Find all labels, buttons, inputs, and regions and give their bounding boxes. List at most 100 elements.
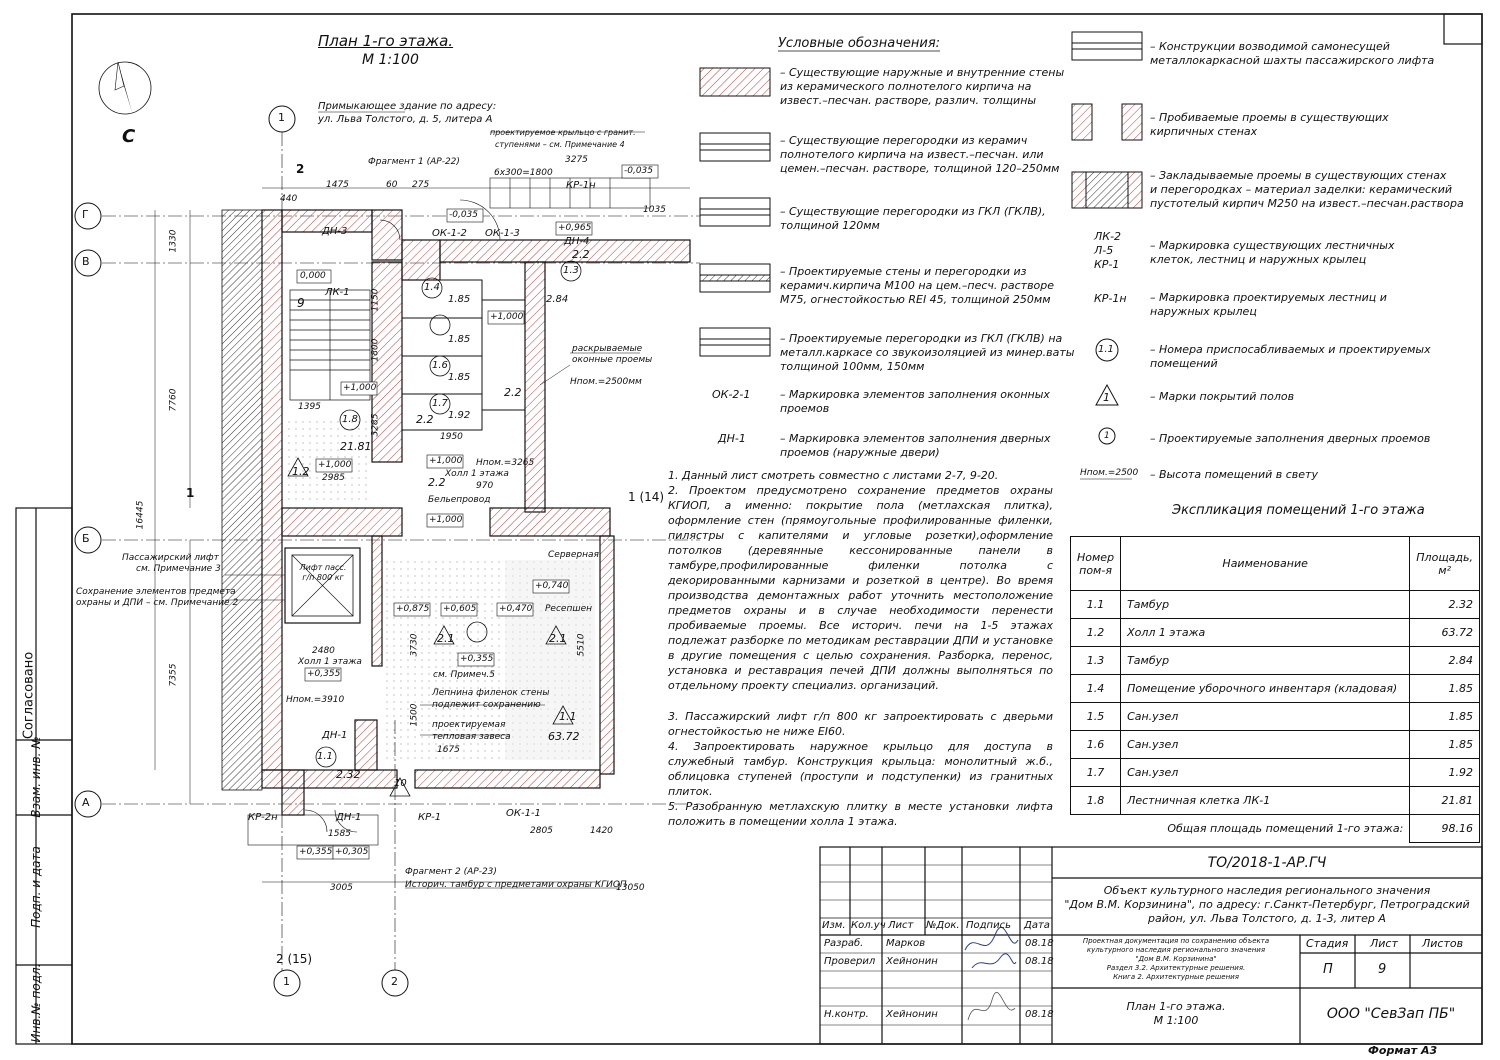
row-name: Тамбур bbox=[1120, 646, 1411, 675]
level-7: +0,470 bbox=[499, 604, 533, 614]
dim-5510: 5510 bbox=[576, 633, 587, 657]
legend-door-text: – Проектируемые заполнения дверных проем… bbox=[1150, 432, 1431, 445]
inv-orig-label: Инв.№ подл. bbox=[29, 963, 43, 1043]
mark-dn4: ДН-4 bbox=[564, 236, 590, 247]
name-developer: Марков bbox=[886, 938, 926, 949]
room-1-5-area: 1.85 bbox=[448, 334, 471, 345]
fragment1-label: Фрагмент 1 (АР-22) bbox=[368, 157, 460, 167]
note-5: 5. Разобранную метлахскую плитку в месте… bbox=[668, 800, 1053, 828]
floor-2-2-d: 2.2 bbox=[428, 476, 446, 489]
legend-dn-text: – Маркировка элементов заполнения дверны… bbox=[780, 432, 1051, 459]
plan-title: План 1-го этажа. bbox=[318, 32, 454, 50]
th-izm: Изм. bbox=[822, 920, 846, 931]
legend-right-2: – Пробиваемые проемы в существующих кирп… bbox=[1150, 111, 1389, 138]
dim-3005: 3005 bbox=[330, 883, 353, 893]
date-developer: 08.18 bbox=[1025, 938, 1054, 949]
legend-item-1: – Существующие наружные и внутренние сте… bbox=[780, 66, 1065, 107]
linen-chute-label: Бельепровод bbox=[428, 495, 491, 505]
dim-1675: 1675 bbox=[437, 745, 460, 755]
mark-kr1n: КР-1н bbox=[566, 180, 596, 191]
plan-scale: М 1:100 bbox=[362, 52, 419, 68]
axis-1: 1 bbox=[278, 111, 285, 124]
row-area: 1.92 bbox=[1409, 758, 1480, 787]
dim-440: 440 bbox=[280, 194, 298, 204]
level-8: +0,740 bbox=[535, 581, 569, 591]
legend-title: Условные обозначения: bbox=[778, 36, 941, 51]
legend-item-5: – Проектируемые перегородки из ГКЛ (ГКЛВ… bbox=[780, 332, 1075, 373]
role-developer: Разраб. bbox=[824, 938, 864, 949]
room-1-1-area: 2.32 bbox=[336, 768, 361, 781]
mark-dn1-b: ДН-1 bbox=[336, 812, 362, 823]
dim-1330: 1330 bbox=[168, 229, 179, 253]
dim-7760: 7760 bbox=[168, 388, 179, 412]
legend-item-4: – Проектируемые стены и перегородки из к… bbox=[780, 265, 1055, 306]
legend-kr-text: – Маркировка проектируемых лестниц и нар… bbox=[1150, 291, 1387, 318]
section-1-14: 1 (14) bbox=[628, 490, 665, 504]
room-1-4-area: 1.85 bbox=[448, 294, 471, 305]
row-number: 1.1 bbox=[1069, 590, 1122, 619]
curtain-note-1: проектируемая bbox=[432, 720, 506, 730]
legend-item-3: – Существующие перегородки из ГКЛ (ГКЛВ)… bbox=[780, 205, 1046, 232]
legend-floor-symbol: 1 bbox=[1103, 391, 1110, 404]
legend-num-text: – Номера приспосабливаемых и проектируем… bbox=[1150, 343, 1431, 370]
level-4: +1,000 bbox=[429, 515, 463, 525]
name-normcontrol: Хейнонин bbox=[886, 1009, 938, 1020]
row-number: 1.8 bbox=[1069, 786, 1122, 815]
dim-16445: 16445 bbox=[135, 500, 146, 530]
left-stamp-strip bbox=[15, 507, 73, 1045]
sheet-header: Лист bbox=[1370, 937, 1398, 950]
fragment2-label: Фрагмент 2 (АР-23) bbox=[405, 867, 497, 877]
role-normcontrol: Н.контр. bbox=[824, 1009, 869, 1020]
dim-275: 275 bbox=[412, 180, 430, 190]
legend-door-symbol: 1 bbox=[1104, 431, 1110, 441]
floor-plan bbox=[74, 61, 700, 997]
room-1-4: 1.4 bbox=[424, 282, 440, 293]
dim-60: 60 bbox=[386, 180, 398, 190]
room-1-6: 1.6 bbox=[432, 360, 448, 371]
row-name: Сан.узел bbox=[1120, 702, 1411, 731]
dim-1420: 1420 bbox=[590, 826, 613, 836]
reception-label: Ресепшен bbox=[545, 604, 592, 614]
axis-2-bottom: 2 bbox=[391, 975, 398, 988]
level-5: +0,875 bbox=[396, 604, 430, 614]
floor-2-2-c: 2.2 bbox=[416, 413, 434, 426]
level-11: +0,355 bbox=[299, 847, 333, 857]
note-1: 1. Данный лист смотреть совместно с лист… bbox=[668, 469, 999, 482]
legend-floor-text: – Марки покрытий полов bbox=[1150, 390, 1295, 403]
lift-box-label: Лифт пасс. г/п 800 кг bbox=[299, 563, 347, 582]
dim-2985: 2985 bbox=[322, 473, 345, 483]
dim-1950: 1950 bbox=[440, 432, 463, 442]
floor-2-1: 2.1 bbox=[437, 632, 455, 645]
section-1-left: 1 bbox=[186, 486, 195, 500]
axis-a: А bbox=[82, 796, 90, 809]
north-label: С bbox=[122, 126, 136, 147]
mark-kr1: КР-1 bbox=[418, 812, 442, 823]
legend-ok-label: ОК-2-1 bbox=[712, 388, 751, 401]
col-name-header: Наименование bbox=[1120, 536, 1411, 591]
axis-1-bottom: 1 bbox=[283, 975, 290, 988]
legend-h-label: Нпом.=2500 bbox=[1080, 468, 1139, 478]
col-number-header: Номер пом-я bbox=[1069, 536, 1122, 591]
level-3: +1,000 bbox=[429, 456, 463, 466]
dim-13050: 13050 bbox=[616, 883, 645, 893]
hpom-3265: Нпом.=3265 bbox=[476, 458, 535, 468]
level-1: +1,000 bbox=[343, 383, 377, 393]
row-number: 1.5 bbox=[1069, 702, 1122, 731]
floor-2-2-b: 2.2 bbox=[504, 386, 522, 399]
protect-note-2: охраны и ДПИ – см. Примечание 2 bbox=[76, 598, 239, 608]
legend-num-symbol: 1.1 bbox=[1098, 344, 1114, 355]
doc-description: Проектная документация по сохранению объ… bbox=[1082, 937, 1270, 981]
note5-ref: см. Примеч.5 bbox=[433, 670, 496, 680]
legend-lk-text: – Маркировка существующих лестничных кле… bbox=[1150, 239, 1395, 266]
lepnina-note-2: подлежит сохранению bbox=[432, 700, 541, 710]
mark-ok13: ОК-1-3 bbox=[485, 228, 520, 239]
sheet-value: 9 bbox=[1378, 962, 1387, 977]
th-podp: Подпись bbox=[966, 920, 1011, 931]
stage-value: П bbox=[1323, 962, 1333, 977]
legend-lk-label: ЛК-2 Л-5 КР-1 bbox=[1094, 230, 1122, 271]
dim-6x300: 6x300=1800 bbox=[494, 168, 553, 178]
